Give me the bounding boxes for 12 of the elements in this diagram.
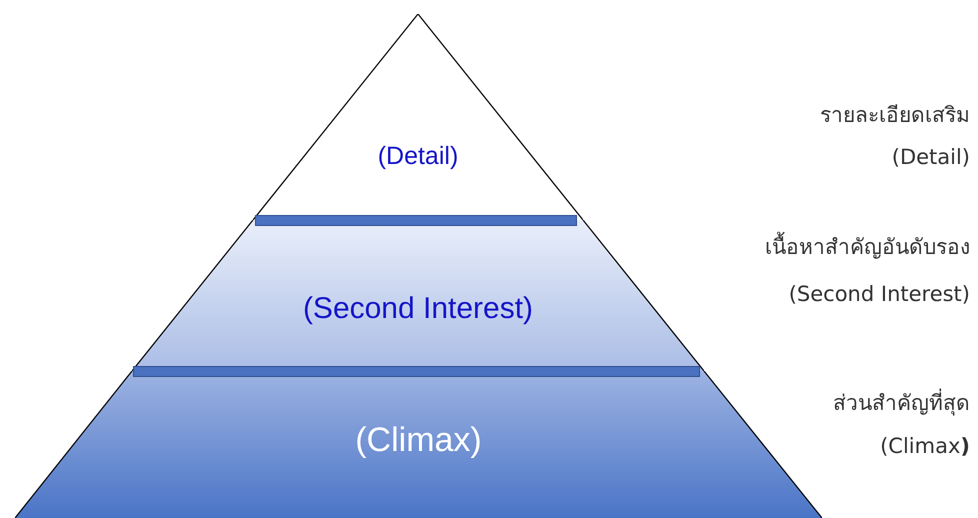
side-caption: เนื้อหาสำคัญอันดับรอง (765, 230, 970, 263)
side-caption: รายละเอียดเสริม (820, 102, 970, 129)
level-label: (Climax) (354, 421, 483, 460)
pyramid-band (253, 14, 583, 220)
level-label: (Second Interest) (302, 292, 534, 326)
side-caption: (Detail) (892, 145, 970, 169)
level-label: (Detail) (376, 142, 460, 171)
side-caption: (Climax) (880, 434, 970, 458)
side-caption: (Second Interest) (788, 282, 970, 306)
side-caption: ส่วนสำคัญที่สุด (833, 386, 970, 419)
pyramid-band (15, 371, 822, 518)
pyramid-band (132, 220, 704, 371)
